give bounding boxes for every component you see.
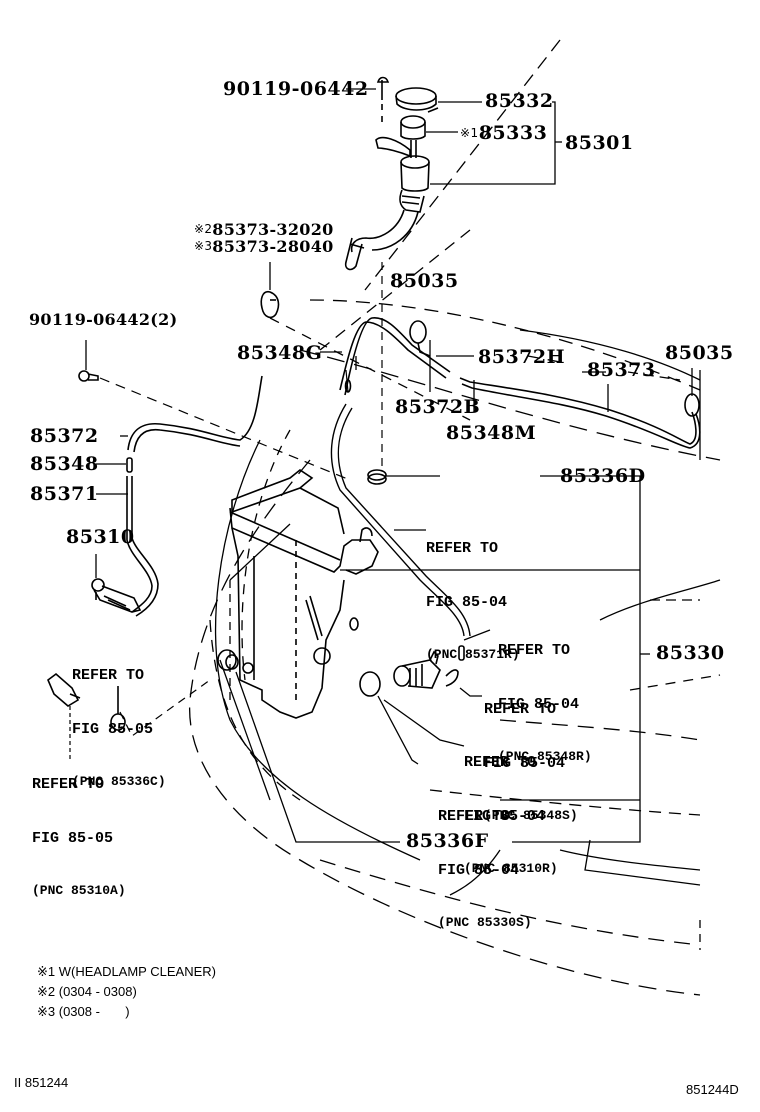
callout-hose-85371[interactable]: 85371 [30, 483, 99, 505]
refer-line-1: REFER TO [32, 776, 105, 793]
note-mark-3: ※3 [194, 239, 213, 253]
footer-page-ref: II 851244 [14, 1075, 69, 1090]
refer-line-2: FIG 85-04 [438, 862, 520, 879]
callout-jar-85330[interactable]: 85330 [656, 642, 725, 664]
refer-line-3: (PNC 85310R) [464, 861, 558, 876]
callout-motor-85310[interactable]: 85310 [66, 526, 135, 548]
note-1: ※1 W(HEADLAMP CLEANER) [37, 964, 216, 979]
refer-line-1: REFER TO [464, 754, 537, 771]
applicability-notes: ※1 W(HEADLAMP CLEANER) ※2 (0304 - 0308) … [37, 962, 216, 1022]
callout-inlet-85301[interactable]: 85301 [565, 132, 634, 154]
left-hose-stack [127, 376, 262, 616]
pump-85310a [48, 674, 80, 760]
bolt-left [79, 371, 350, 480]
callout-nozzle-85035-center[interactable]: 85035 [390, 270, 459, 292]
hose-clamp [261, 292, 278, 318]
refer-block-85348s[interactable]: REFER TO FIG 85-04 (PNC 85348S) [484, 665, 578, 841]
refer-line-3: (PNC 85310A) [32, 883, 126, 898]
washer-reservoir-tank [230, 470, 378, 718]
refer-line-3: (PNC 85348R) [498, 749, 592, 764]
refer-line-1: REFER TO [72, 667, 145, 684]
refer-line-2: FIG 85-04 [498, 696, 580, 713]
refer-line-2: FIG 85-04 [484, 755, 566, 772]
refer-block-85330s[interactable]: REFER TO FIG 85-04 (PNC 85330S) [438, 772, 532, 948]
callout-hose-2-number: 85373-32020 [212, 220, 334, 239]
callout-grommet-85336f[interactable]: 85336F [406, 830, 489, 852]
refer-line-3: (PNC 85336C) [72, 774, 166, 789]
nozzle-hoses [340, 318, 700, 448]
refer-line-2: FIG 85-05 [72, 721, 154, 738]
hose-85371r [331, 404, 470, 636]
refer-line-1: REFER TO [438, 808, 511, 825]
callout-hose-85373[interactable]: 85373 [587, 359, 656, 381]
callout-joint-85348g[interactable]: 85348G [237, 342, 323, 364]
refer-line-2: FIG 85-04 [464, 808, 546, 825]
grommet-85336f [218, 650, 253, 673]
refer-line-3: (PNC 85330S) [438, 915, 532, 930]
grommet-85336c [111, 680, 210, 736]
pump-85310r [360, 646, 464, 696]
callout-grommet-85336d[interactable]: 85336D [560, 465, 646, 487]
refer-block-85348r[interactable]: REFER TO FIG 85-04 (PNC 85348R) [498, 606, 592, 782]
refer-block-85310r[interactable]: REFER TO FIG 85-04 (PNC 85310R) [464, 718, 558, 894]
callout-nozzle-85035-right[interactable]: 85035 [665, 342, 734, 364]
note-mark-1: ※1 [460, 126, 479, 140]
callout-bolt-left[interactable]: 90119-06442(2) [29, 310, 178, 329]
note-2: ※2 (0304 - 0308) [37, 984, 137, 999]
filler-inlet-assembly [346, 78, 438, 270]
callout-hose-85372[interactable]: 85372 [30, 425, 99, 447]
leader-lines [86, 89, 692, 842]
callout-hose-85372b[interactable]: 85372B [395, 396, 481, 418]
note-3: ※3 (0308 - ) [37, 1004, 130, 1019]
refer-line-3: (PNC 85348S) [484, 808, 578, 823]
refer-line-1: REFER TO [484, 701, 557, 718]
callout-strainer-number: 85333 [478, 122, 548, 144]
refer-line-3: (PNC 85371R) [426, 647, 520, 662]
callout-hose-85373-32020[interactable]: ※285373-32020 [194, 222, 334, 238]
callout-strainer-85333[interactable]: ※185333 [460, 124, 547, 143]
washer-pump [92, 579, 140, 612]
callout-hose-85373-28040[interactable]: ※385373-28040 [194, 239, 334, 255]
refer-block-85310a[interactable]: REFER TO FIG 85-05 (PNC 85310A) [32, 740, 126, 916]
callout-hose-3-number: 85373-28040 [212, 237, 334, 256]
callout-bolt-top[interactable]: 90119-06442 [223, 78, 369, 100]
refer-line-2: FIG 85-04 [426, 594, 508, 611]
grommet-85336d [368, 470, 386, 484]
refer-line-1: REFER TO [498, 642, 571, 659]
callout-joint-85348m[interactable]: 85348M [446, 422, 537, 444]
refer-line-1: REFER TO [426, 540, 499, 557]
callout-hose-85372h[interactable]: 85372H [478, 346, 566, 368]
footer-figure-id: 851244D [686, 1082, 739, 1097]
refer-line-2: FIG 85-05 [32, 830, 114, 847]
callout-joint-85348[interactable]: 85348 [30, 453, 99, 475]
note-mark-2: ※2 [194, 222, 213, 236]
refer-block-85336c[interactable]: REFER TO FIG 85-05 (PNC 85336C) [72, 631, 166, 807]
callout-cap-85332[interactable]: 85332 [485, 90, 554, 112]
refer-block-85371r[interactable]: REFER TO FIG 85-04 (PNC 85371R) [426, 504, 520, 680]
